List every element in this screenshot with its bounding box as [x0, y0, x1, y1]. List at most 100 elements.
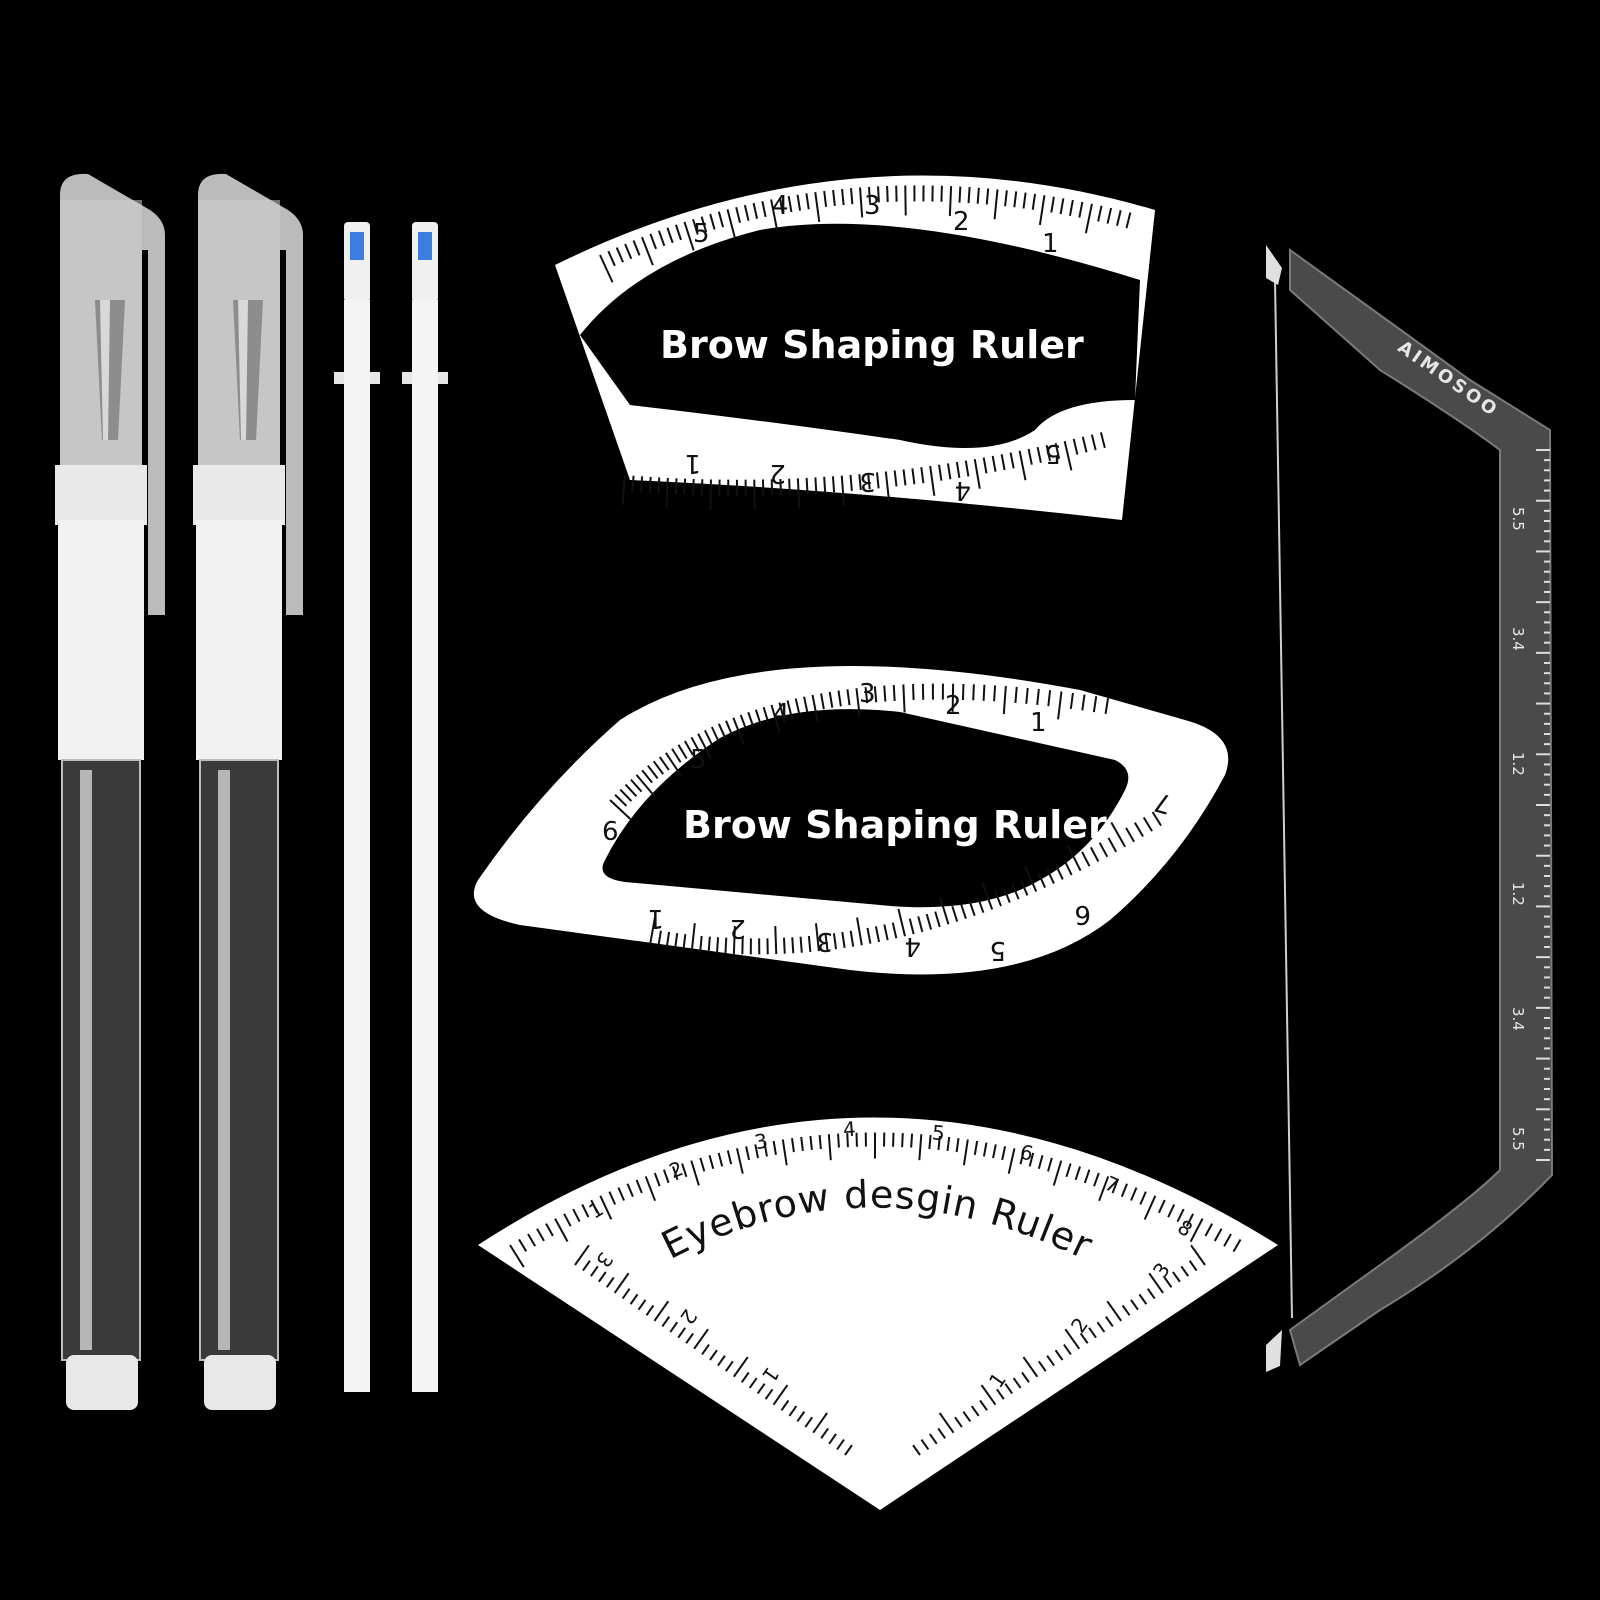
tick-mark [581, 1204, 590, 1218]
tick-mark [809, 1135, 813, 1150]
tick-mark [841, 188, 845, 206]
tick-mark [1009, 452, 1015, 469]
tick-mark [709, 1349, 718, 1361]
tick-mark [1022, 192, 1027, 209]
tick-mark [962, 1139, 969, 1166]
tick-mark [1014, 686, 1018, 703]
tick-mark [1011, 883, 1020, 900]
tick-mark [1139, 1191, 1147, 1205]
tick-mark [1064, 1328, 1081, 1350]
tick-mark [692, 218, 699, 235]
tick-mark [908, 918, 915, 935]
tick-mark [647, 765, 659, 779]
tick-mark [666, 227, 674, 244]
r1-title: Brow Shaping Ruler [660, 323, 1084, 367]
tick-mark [739, 714, 748, 731]
tick-mark [1045, 444, 1051, 462]
tick-mark [891, 922, 898, 939]
r2-top-6: 6 [602, 817, 619, 847]
tick-mark [1106, 207, 1113, 224]
tick-mark [613, 1272, 630, 1294]
tick-mark [1046, 868, 1055, 884]
tick-mark [697, 733, 712, 760]
tick-mark [1167, 1204, 1176, 1218]
tick-mark [1067, 845, 1082, 872]
tick-mark [937, 1427, 946, 1439]
tick-mark [572, 1208, 581, 1222]
tick-mark [938, 1412, 955, 1434]
tick-mark [1059, 198, 1065, 215]
tick-mark [1013, 191, 1018, 208]
tick-mark [735, 1148, 744, 1174]
tick-mark [1110, 821, 1127, 848]
tick-mark [1232, 1238, 1242, 1253]
tick-mark [828, 691, 834, 708]
tick-mark [762, 706, 770, 723]
tick-mark [754, 1144, 759, 1159]
tick-mark [658, 756, 670, 771]
tick-mark [1063, 1343, 1072, 1355]
tick-mark [929, 465, 936, 496]
tick-mark [629, 1293, 639, 1305]
tick-mark [1190, 1244, 1206, 1266]
ruler-2-top-ticks [609, 683, 1110, 820]
tick-mark [748, 1377, 758, 1389]
tick-mark [1037, 872, 1047, 889]
tick-mark [574, 1244, 590, 1266]
tick-mark [644, 1176, 656, 1202]
tick-mark [725, 1360, 734, 1372]
tick-mark [973, 1140, 979, 1155]
tick-mark [1125, 827, 1135, 843]
tick-mark [883, 924, 889, 941]
tick-mark [902, 684, 906, 713]
tick-mark [641, 769, 653, 784]
tick-mark [982, 1142, 988, 1157]
pen-refill-2 [402, 222, 448, 1392]
tick-mark [823, 190, 828, 208]
tick-mark [1001, 1146, 1007, 1161]
tick-mark [709, 213, 716, 230]
tick-mark [725, 720, 734, 736]
tick-mark [1120, 1183, 1128, 1198]
tick-mark [912, 1444, 921, 1456]
tick-mark [590, 1265, 599, 1277]
tick-mark [805, 193, 810, 210]
tick-mark [1027, 448, 1033, 465]
tick-mark [1138, 1293, 1148, 1305]
tick-mark [614, 794, 628, 807]
tick-mark [918, 1134, 923, 1161]
tick-mark [661, 1316, 671, 1328]
tick-mark [991, 455, 997, 472]
tick-mark [859, 187, 864, 218]
r1-top-4: 4 [772, 191, 789, 221]
eyebrow-design-ruler: 1 2 3 4 5 6 7 8 3 2 1 1 2 3 Eyebrow desg… [478, 1117, 1278, 1510]
tick-mark [1065, 1163, 1072, 1178]
tick-mark [981, 882, 994, 910]
thread-line [1274, 279, 1293, 1319]
tick-mark [605, 1276, 615, 1288]
tick-mark [928, 1433, 938, 1445]
tick-mark [778, 702, 785, 719]
tick-mark [657, 230, 666, 247]
tick-mark [733, 1356, 749, 1378]
tick-mark [820, 693, 825, 710]
tick-mark [1081, 436, 1088, 453]
tick-mark [641, 236, 654, 266]
tick-mark [951, 906, 959, 922]
tick-mark [1146, 1288, 1156, 1300]
tick-mark [1019, 1150, 1025, 1165]
tick-mark [1047, 1157, 1053, 1172]
tick-mark [849, 930, 855, 947]
tick-mark [1083, 1169, 1091, 1184]
r1-bot-1: 1 [684, 448, 701, 478]
tick-mark [645, 1304, 655, 1316]
tick-mark [804, 1416, 814, 1428]
tick-mark [1098, 842, 1109, 858]
tick-mark [836, 1438, 845, 1450]
tick-mark [948, 186, 953, 217]
tick-mark [1024, 865, 1038, 892]
r2-top-4: 4 [773, 699, 790, 729]
r2-bot-5: 5 [989, 935, 1006, 965]
tick-mark [946, 463, 952, 480]
tick-mark [630, 778, 643, 793]
